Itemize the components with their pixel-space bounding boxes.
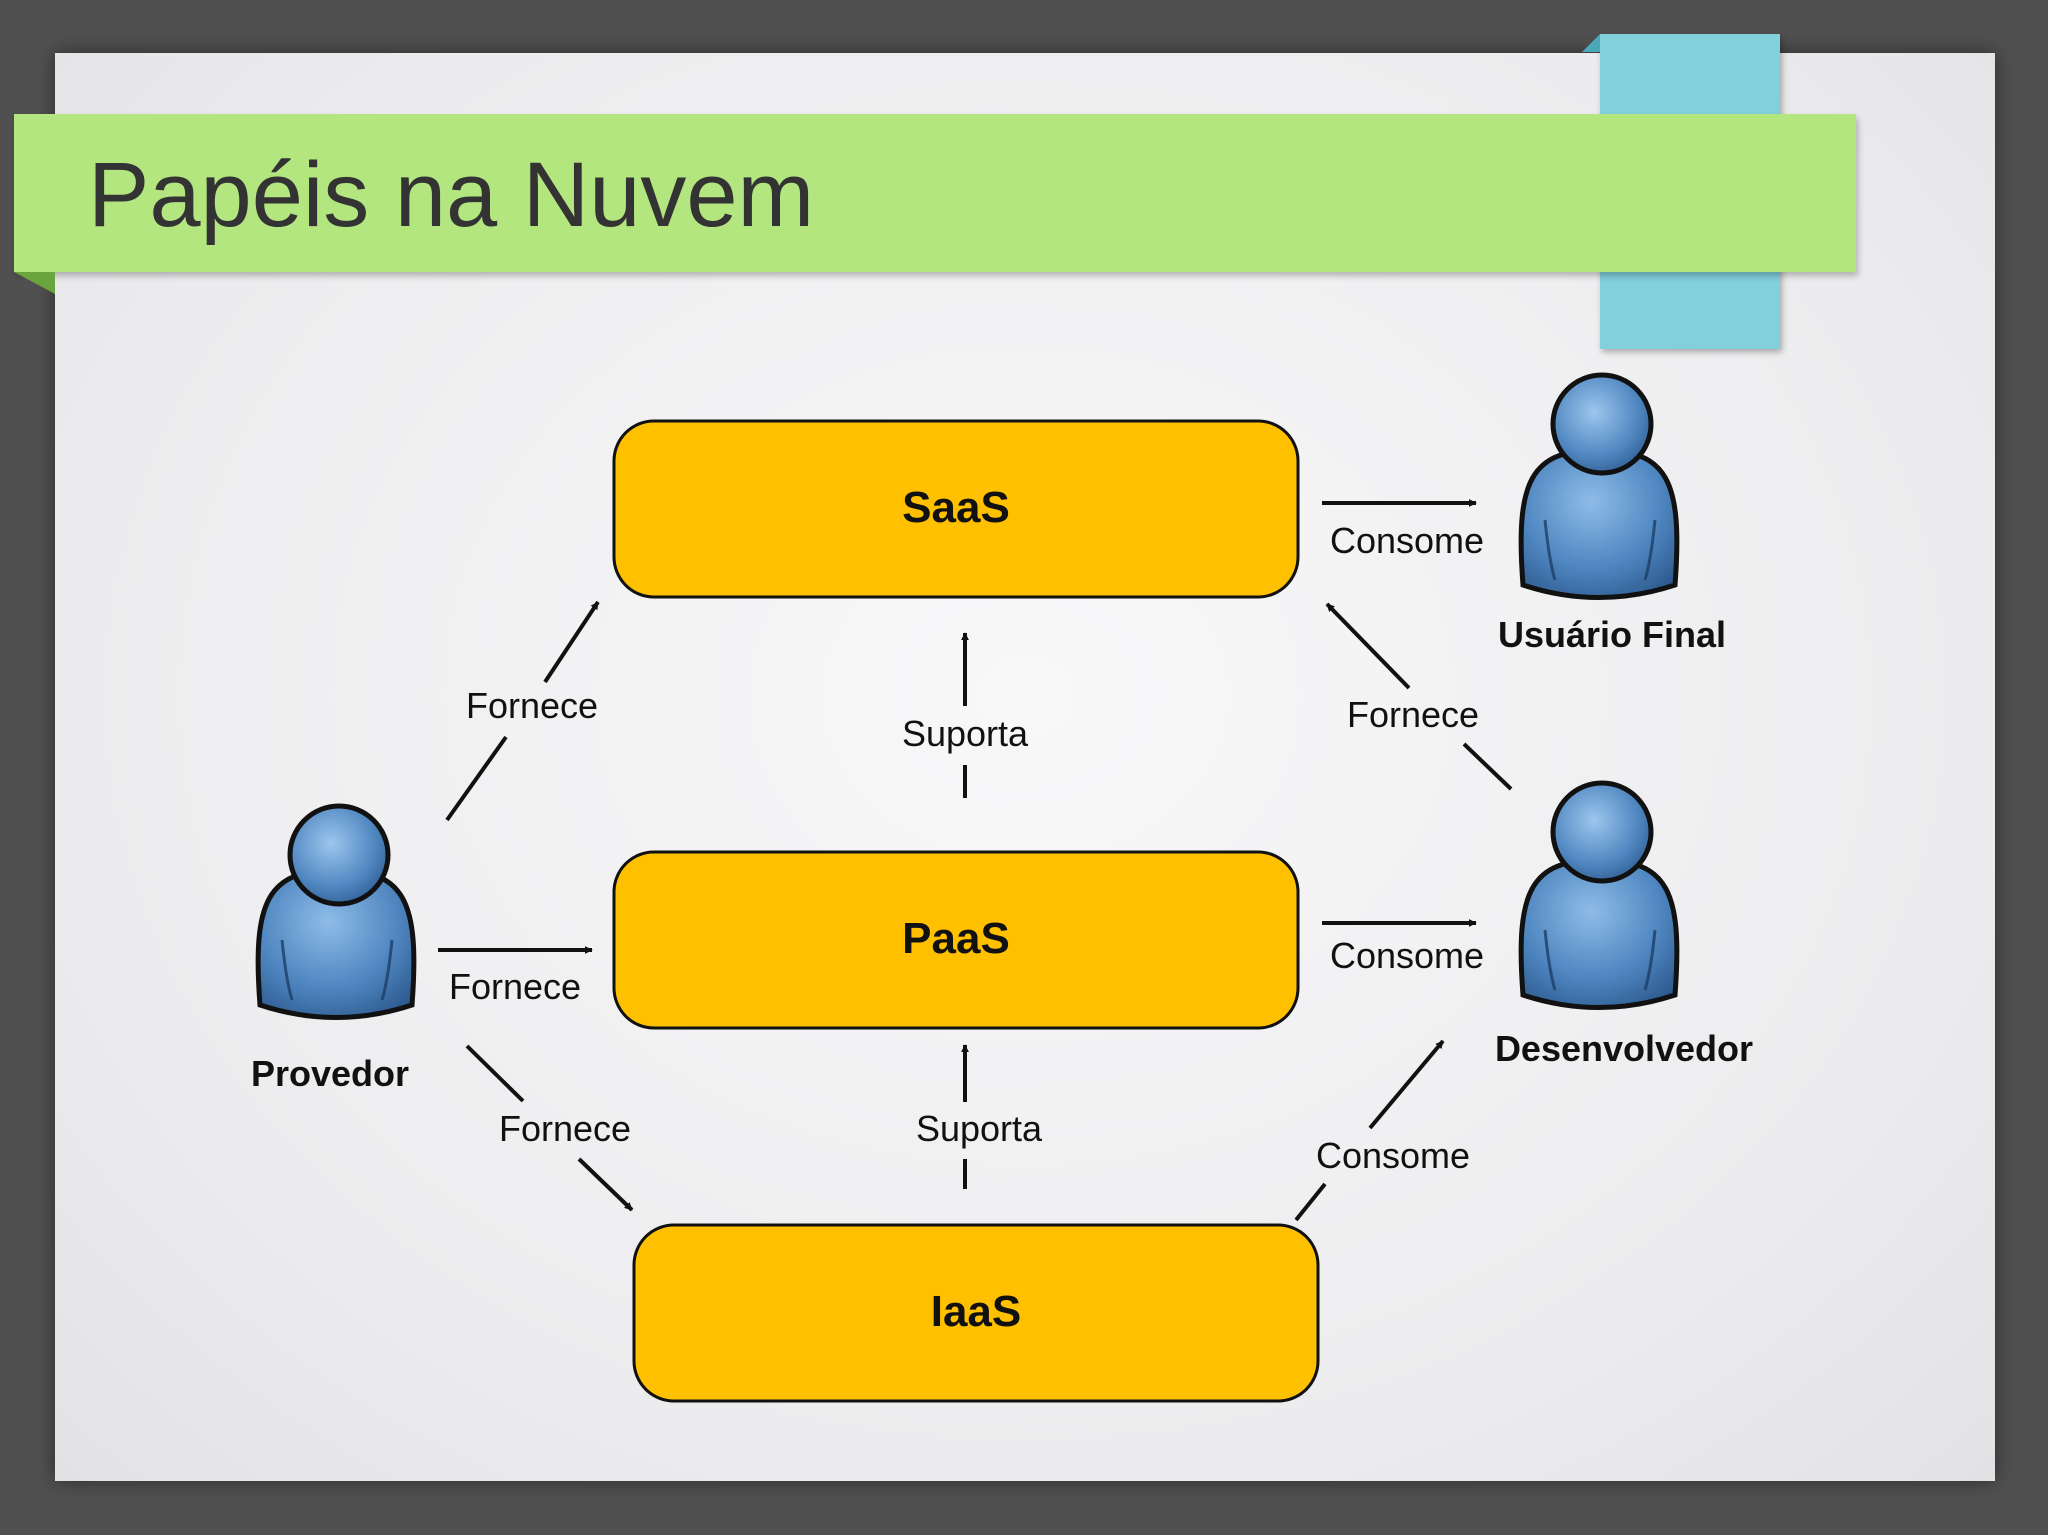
edge-paas-saas: Suporta bbox=[902, 632, 1029, 798]
edge-label: Fornece bbox=[449, 966, 581, 1007]
edge-label: Suporta bbox=[916, 1108, 1043, 1149]
edge-label: Fornece bbox=[466, 685, 598, 726]
edge-iaas-developer: Consome bbox=[1294, 1039, 1470, 1222]
paas-label: PaaS bbox=[902, 914, 1010, 963]
edge-saas-end-user: Consome bbox=[1322, 499, 1484, 561]
teal-accent-fold bbox=[1582, 34, 1600, 52]
edge-iaas-paas: Suporta bbox=[916, 1044, 1043, 1189]
edge-provider-iaas: Fornece bbox=[465, 1044, 634, 1212]
edge-developer-saas: Fornece bbox=[1325, 602, 1513, 791]
edge-label: Consome bbox=[1316, 1135, 1470, 1176]
slide-title: Papéis na Nuvem bbox=[88, 144, 815, 246]
edge-provider-saas: Fornece bbox=[445, 600, 600, 822]
edge-label: Consome bbox=[1330, 520, 1484, 561]
provider-label: Provedor bbox=[251, 1053, 409, 1094]
title-banner-fold bbox=[14, 272, 55, 294]
edge-label: Fornece bbox=[1347, 694, 1479, 735]
edge-provider-paas: Fornece bbox=[438, 946, 593, 1007]
end-user-label: Usuário Final bbox=[1498, 614, 1726, 655]
person-icon bbox=[1518, 372, 1680, 600]
iaas-box: IaaS bbox=[632, 1223, 1320, 1403]
edge-label: Fornece bbox=[499, 1108, 631, 1149]
saas-box: SaaS bbox=[612, 419, 1300, 599]
person-icon bbox=[1518, 780, 1680, 1010]
saas-label: SaaS bbox=[902, 483, 1010, 532]
edge-label: Suporta bbox=[902, 713, 1029, 754]
developer-label: Desenvolvedor bbox=[1495, 1028, 1753, 1069]
person-icon bbox=[255, 803, 417, 1020]
iaas-label: IaaS bbox=[931, 1287, 1022, 1336]
title-banner bbox=[14, 114, 1856, 272]
edge-label: Consome bbox=[1330, 935, 1484, 976]
paas-box: PaaS bbox=[612, 850, 1300, 1030]
edge-paas-developer: Consome bbox=[1322, 919, 1484, 976]
